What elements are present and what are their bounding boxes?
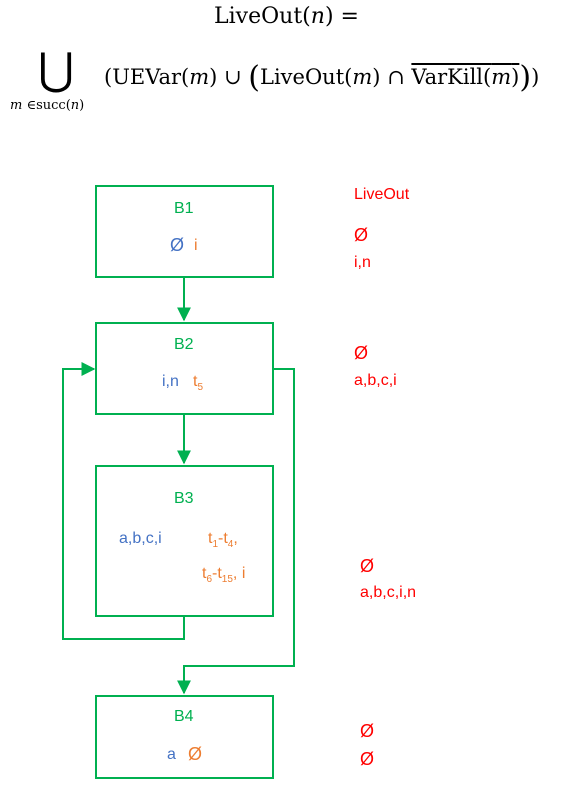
- expr-varkill-end: ): [511, 65, 520, 89]
- sub-end: ): [79, 98, 85, 113]
- expr-m3: m: [491, 65, 512, 89]
- liveout-formula: LiveOut(n) = ⋃ m ∈succ(n) (UEVar(m) ∪ (L…: [0, 0, 573, 130]
- block-b4-label: B4: [174, 708, 194, 725]
- liveout-b1-initial: Ø: [354, 225, 369, 245]
- liveout-b4-final: Ø: [360, 749, 375, 769]
- block-b3: [95, 465, 274, 617]
- expr-end: ): [531, 65, 540, 89]
- block-b2: [95, 322, 274, 415]
- b3-k1s: 1: [212, 539, 219, 551]
- block-b1-uevar: Ø: [170, 235, 185, 255]
- b3-k4: t: [202, 565, 207, 582]
- expr-liveout: LiveOut(: [260, 65, 353, 89]
- expr-cup: ) ∪: [209, 65, 249, 89]
- b3-k4s: 6: [206, 574, 213, 586]
- b3-k2s: 4: [227, 539, 234, 551]
- block-b4-uevar: a: [167, 746, 176, 763]
- liveout-b3-final: a,b,c,i,n: [360, 584, 417, 601]
- union-subscript: m ∈succ(n): [10, 98, 84, 113]
- expr-uevar: (UEVar(: [104, 65, 190, 89]
- liveout-b2-initial: Ø: [354, 343, 369, 363]
- liveout-header: LiveOut: [354, 186, 410, 203]
- formula-lhs: LiveOut(n) =: [0, 4, 573, 29]
- block-b2-label: B2: [174, 336, 194, 353]
- b3-k2: -t: [218, 530, 228, 547]
- b3-k6: , i: [232, 565, 246, 582]
- block-b4: [95, 695, 274, 779]
- block-b2-varkill: t5: [193, 373, 203, 393]
- sub-in: ∈succ(: [26, 98, 71, 113]
- expr-cap: ) ∩: [372, 65, 412, 89]
- b2-varkill-t: t: [193, 373, 198, 390]
- expr-m1: m: [189, 65, 210, 89]
- b3-k5: -t: [212, 565, 222, 582]
- b3-k3: ,: [233, 530, 238, 547]
- b3-k1: t: [208, 530, 213, 547]
- sub-n: n: [70, 98, 80, 113]
- liveout-b4-initial: Ø: [360, 721, 375, 741]
- edge-b3-b2-loop: [62, 362, 185, 640]
- block-b2-uevar: i,n: [162, 373, 179, 390]
- block-b1-label: B1: [174, 200, 194, 217]
- expr-rparen: ): [519, 60, 532, 95]
- formula-lhs-text: LiveOut(: [214, 4, 311, 29]
- b3-k5s: 15: [221, 574, 233, 586]
- expr-varkill-complement: VarKill(m): [411, 65, 519, 89]
- block-b3-uevar: a,b,c,i: [119, 530, 162, 547]
- formula-lhs-end: ) =: [324, 4, 359, 29]
- liveout-b1-final: i,n: [354, 254, 371, 271]
- expr-lparen: (: [248, 60, 260, 95]
- formula-rhs: (UEVar(m) ∪ (LiveOut(m) ∩ VarKill(m))): [104, 60, 539, 95]
- block-b1-varkill: i: [194, 237, 198, 254]
- block-b3-varkill-line2: t6-t15, i: [202, 565, 245, 585]
- block-b4-varkill: Ø: [188, 744, 203, 764]
- b2-varkill-sub: 5: [197, 382, 204, 394]
- sub-var: m: [10, 98, 27, 113]
- formula-lhs-var: n: [310, 4, 325, 29]
- edge-b2-b4: [177, 368, 295, 695]
- expr-varkill: VarKill(: [411, 65, 492, 89]
- liveout-b2-final: a,b,c,i: [354, 372, 397, 389]
- expr-m2: m: [352, 65, 373, 89]
- block-b1: [95, 185, 274, 278]
- liveout-b3-initial: Ø: [360, 556, 375, 576]
- block-b3-label: B3: [174, 490, 194, 507]
- union-symbol: ⋃: [38, 44, 75, 95]
- block-b3-varkill-line1: t1-t4,: [208, 530, 238, 550]
